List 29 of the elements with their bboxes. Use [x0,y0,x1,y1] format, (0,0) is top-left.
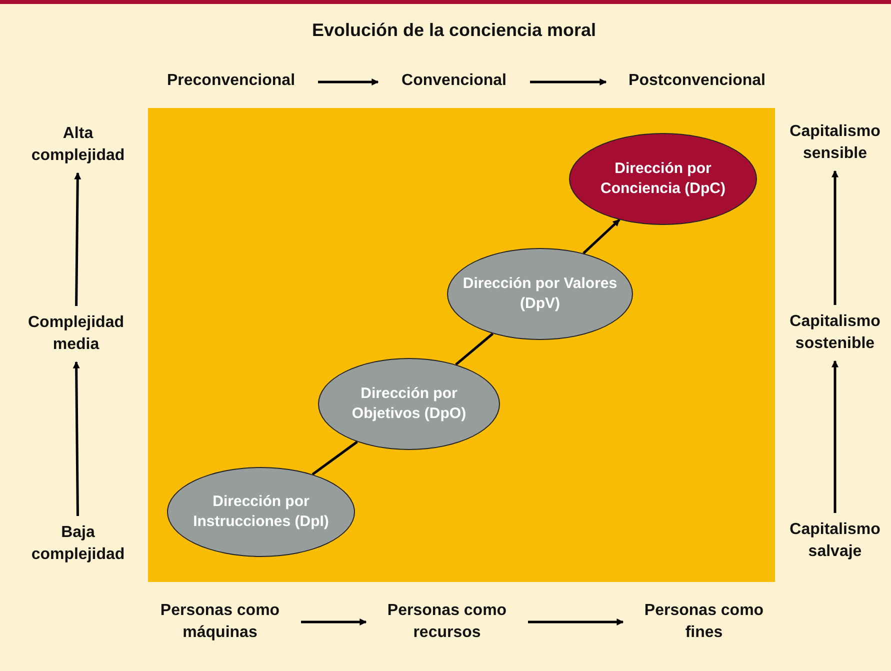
management-ellipse: Dirección por Conciencia (DpC) [569,133,757,225]
arrow [832,360,838,513]
arrow [318,78,379,86]
content-panel [148,108,775,582]
arrow [582,218,620,254]
management-ellipse: Dirección por Valores (DpV) [447,248,633,340]
arrow [832,170,838,305]
arrow [301,618,367,626]
people-label: Personas como fines [629,600,779,644]
stage-label: Convencional [384,70,524,94]
arrow [74,172,82,306]
people-label: Personas como máquinas [145,600,295,644]
arrow [528,618,624,626]
connector-line [312,440,358,476]
capitalism-label: Capitalismo salvaje [780,519,890,563]
stage-label: Postconvencional [612,70,782,94]
stage-label: Preconvencional [150,70,312,94]
diagram-title: Evolución de la conciencia moral [310,20,598,41]
complexity-label: Baja complejidad [18,522,138,566]
complexity-label: Alta complejidad [18,123,138,167]
arrow [530,78,607,86]
management-ellipse: Dirección por Objetivos (DpO) [318,358,500,450]
capitalism-label: Capitalismo sostenible [780,311,890,355]
capitalism-label: Capitalismo sensible [780,121,890,165]
arrow [72,361,80,516]
connector-line [455,332,494,366]
people-label: Personas como recursos [372,600,522,644]
management-ellipse: Dirección por Instrucciones (DpI) [167,467,355,557]
complexity-label: Complejidad media [8,312,144,356]
